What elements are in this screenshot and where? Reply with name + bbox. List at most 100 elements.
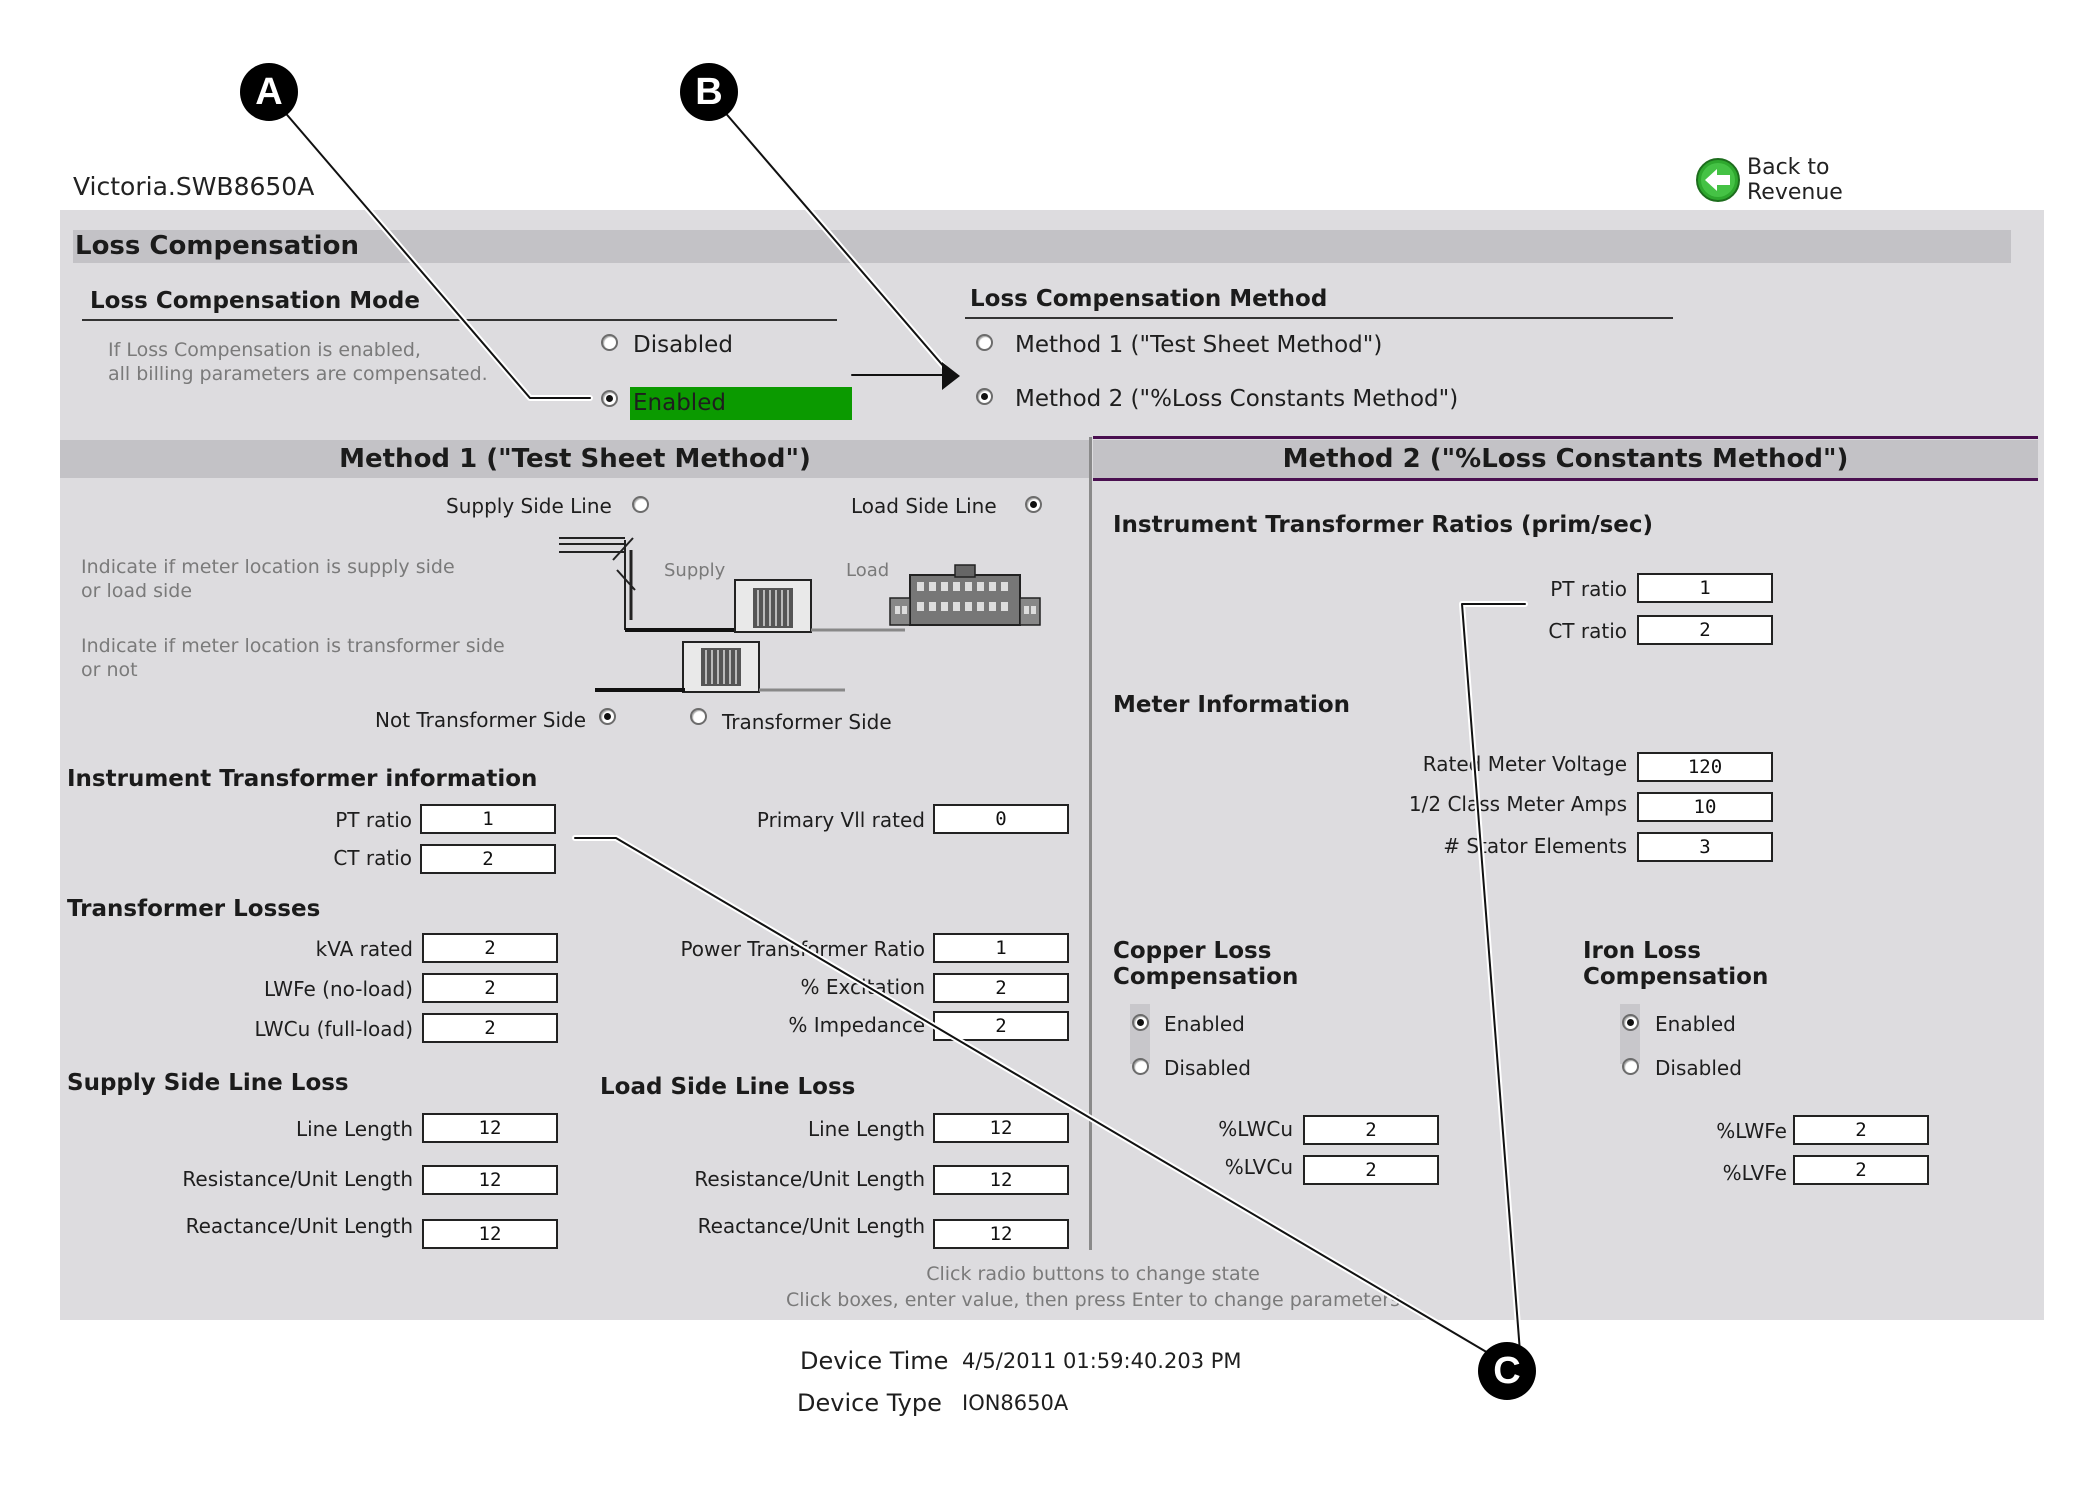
hint-boxes: Click boxes, enter value, then press Ent… xyxy=(785,1289,1400,1311)
stator-elements-input[interactable]: 3 xyxy=(1637,832,1773,862)
location-note2-line2: or not xyxy=(81,659,138,681)
method2-radio[interactable] xyxy=(976,388,993,405)
callout-a: A xyxy=(240,63,298,121)
device-type-label: Device Type xyxy=(797,1389,942,1417)
copper-enabled-radio[interactable] xyxy=(1132,1014,1149,1031)
supply-line-length-label: Line Length xyxy=(295,1117,413,1141)
enabled-highlight xyxy=(630,387,852,420)
lwcu-input[interactable]: 2 xyxy=(422,1013,558,1043)
m2-ct-input[interactable]: 2 xyxy=(1637,615,1773,645)
m1-pt-input[interactable]: 1 xyxy=(420,804,556,834)
m1-pt-label: PT ratio xyxy=(335,808,412,832)
mode-note-line1: If Loss Compensation is enabled, xyxy=(108,339,421,361)
copper-disabled-radio[interactable] xyxy=(1132,1058,1149,1075)
load-reactance-input[interactable]: 12 xyxy=(933,1219,1069,1249)
kva-input[interactable]: 2 xyxy=(422,933,558,963)
location-note2-line1: Indicate if meter location is transforme… xyxy=(81,635,505,657)
lwfe-pct-label: %LWFe xyxy=(1716,1119,1787,1143)
m1-ct-label: CT ratio xyxy=(333,846,412,870)
supply-line-length-input[interactable]: 12 xyxy=(422,1113,558,1143)
method1-label: Method 1 ("Test Sheet Method") xyxy=(1015,332,1383,358)
excitation-input[interactable]: 2 xyxy=(933,973,1069,1003)
transformer-losses-title: Transformer Losses xyxy=(67,896,321,922)
stator-elements-label: # Stator Elements xyxy=(1443,834,1627,858)
back-link-line1: Back to xyxy=(1747,155,1830,180)
lwfe-input[interactable]: 2 xyxy=(422,973,558,1003)
lwfe-pct-input[interactable]: 2 xyxy=(1793,1115,1929,1145)
location-note1-line1: Indicate if meter location is supply sid… xyxy=(81,556,455,578)
mode-enabled-label: Enabled xyxy=(633,390,726,416)
device-time-value: 4/5/2011 01:59:40.203 PM xyxy=(962,1349,1242,1373)
excitation-label: % Excitation xyxy=(800,975,925,999)
supply-side-radio[interactable] xyxy=(632,496,649,513)
iron-title-line1: Iron Loss xyxy=(1583,938,1701,964)
method-divider xyxy=(965,317,1673,319)
lwfe-label: LWFe (no-load) xyxy=(263,977,413,1001)
mode-enabled-radio[interactable] xyxy=(601,390,618,407)
supply-reactance-input[interactable]: 12 xyxy=(422,1219,558,1249)
diagram-supply-label: Supply xyxy=(664,560,726,581)
method-column-divider xyxy=(1089,437,1092,1250)
method2-top-accent xyxy=(1093,436,2038,439)
lvcu-pct-input[interactable]: 2 xyxy=(1303,1155,1439,1185)
it-info-title: Instrument Transformer information xyxy=(67,766,538,792)
device-type-value: ION8650A xyxy=(962,1391,1069,1415)
transformer-side-radio[interactable] xyxy=(690,708,707,725)
back-arrow-icon xyxy=(1696,158,1740,202)
panel-title: Loss Compensation xyxy=(75,231,359,261)
lwcu-label: LWCu (full-load) xyxy=(254,1017,413,1041)
iron-enabled-radio[interactable] xyxy=(1622,1014,1639,1031)
supply-reactance-label: Reactance/Unit Length xyxy=(185,1214,413,1238)
lvfe-pct-input[interactable]: 2 xyxy=(1793,1155,1929,1185)
method-title: Loss Compensation Method xyxy=(970,286,1328,312)
mode-title: Loss Compensation Mode xyxy=(90,288,420,314)
device-name: Victoria.SWB8650A xyxy=(73,172,315,201)
method1-radio[interactable] xyxy=(976,334,993,351)
rated-voltage-label: Rated Meter Voltage xyxy=(1422,752,1627,776)
iron-disabled-radio[interactable] xyxy=(1622,1058,1639,1075)
lwcu-pct-input[interactable]: 2 xyxy=(1303,1115,1439,1145)
load-side-label: Load Side Line xyxy=(851,494,997,518)
m2-pt-input[interactable]: 1 xyxy=(1637,573,1773,603)
copper-enabled-label: Enabled xyxy=(1164,1012,1245,1036)
supply-side-label: Supply Side Line xyxy=(446,494,612,518)
primary-vll-label: Primary Vll rated xyxy=(756,808,925,832)
load-line-loss-title: Load Side Line Loss xyxy=(600,1074,856,1100)
mode-divider xyxy=(82,319,837,321)
iron-disabled-label: Disabled xyxy=(1655,1056,1742,1080)
m1-ct-input[interactable]: 2 xyxy=(420,844,556,874)
supply-resistance-input[interactable]: 12 xyxy=(422,1165,558,1195)
class-amps-label: 1/2 Class Meter Amps xyxy=(1408,792,1627,816)
rated-voltage-input[interactable]: 120 xyxy=(1637,752,1773,782)
lvcu-pct-label: %LVCu xyxy=(1224,1155,1293,1179)
class-amps-input[interactable]: 10 xyxy=(1637,792,1773,822)
copper-title-line1: Copper Loss xyxy=(1113,938,1272,964)
load-reactance-label: Reactance/Unit Length xyxy=(697,1214,925,1238)
load-line-length-input[interactable]: 12 xyxy=(933,1113,1069,1143)
load-side-radio[interactable] xyxy=(1025,496,1042,513)
mode-disabled-radio[interactable] xyxy=(601,334,618,351)
primary-vll-input[interactable]: 0 xyxy=(933,804,1069,834)
load-resistance-input[interactable]: 12 xyxy=(933,1165,1069,1195)
back-link-line2: Revenue xyxy=(1747,180,1843,205)
impedance-input[interactable]: 2 xyxy=(933,1011,1069,1041)
supply-line-loss-title: Supply Side Line Loss xyxy=(67,1070,349,1096)
m2-ct-label: CT ratio xyxy=(1548,619,1627,643)
copper-title-line2: Compensation xyxy=(1113,964,1299,990)
iron-title-line2: Compensation xyxy=(1583,964,1769,990)
power-transformer-ratio-label: Power Transformer Ratio xyxy=(680,937,925,961)
power-transformer-ratio-input[interactable]: 1 xyxy=(933,933,1069,963)
diagram-load-label: Load xyxy=(846,560,890,581)
not-transformer-side-radio[interactable] xyxy=(599,708,616,725)
kva-label: kVA rated xyxy=(315,937,413,961)
utility-pole-icon xyxy=(559,537,636,630)
method1-header: Method 1 ("Test Sheet Method") xyxy=(60,440,1090,478)
not-transformer-side-label: Not Transformer Side xyxy=(375,708,587,732)
method2-label: Method 2 ("%Loss Constants Method") xyxy=(1015,386,1459,412)
method2-header: Method 2 ("%Loss Constants Method") xyxy=(1093,440,2038,478)
transformer-bottom-icon xyxy=(682,641,760,693)
supply-resistance-label: Resistance/Unit Length xyxy=(182,1167,413,1191)
callout-c: C xyxy=(1478,1342,1536,1400)
back-to-revenue-link[interactable]: Back to Revenue xyxy=(1695,155,1843,205)
location-note1-line2: or load side xyxy=(81,580,193,602)
